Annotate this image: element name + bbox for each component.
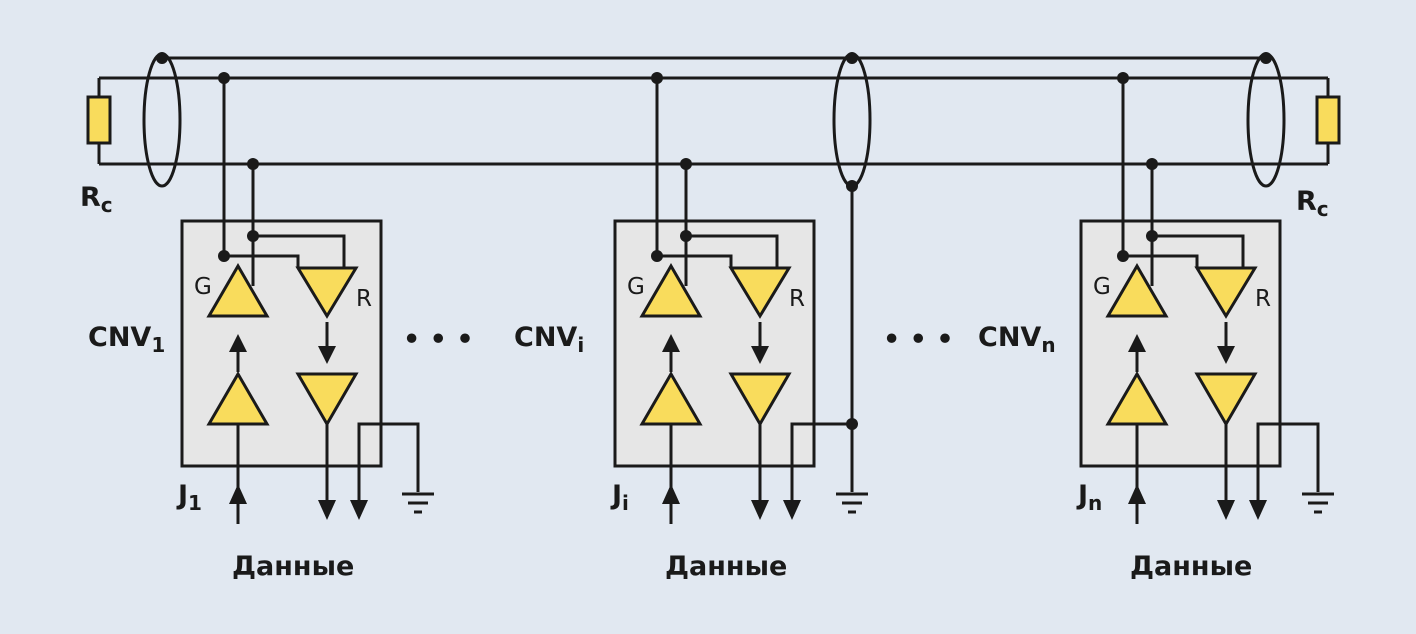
line-driver-triangle <box>639 263 703 318</box>
line-driver-triangle <box>206 263 270 318</box>
converter-box <box>180 219 383 468</box>
junction-dot <box>846 52 858 64</box>
tap-line-a <box>1121 78 1199 268</box>
ellipsis-left: • • • <box>403 324 474 355</box>
receiver-label: R <box>1255 286 1271 312</box>
line-receiver-triangle <box>728 266 792 319</box>
tap-line-a <box>222 78 300 268</box>
junction-dot <box>651 250 663 262</box>
junction-dot <box>680 158 692 170</box>
arrow-down-icon <box>318 346 336 364</box>
shield-ring-right <box>1246 52 1286 188</box>
junction-dot <box>218 250 230 262</box>
tap-line-b <box>1150 164 1245 268</box>
converter-label: CNVn <box>978 322 1056 357</box>
arrow-up-icon <box>1128 334 1146 352</box>
junction-dot <box>1117 250 1129 262</box>
converter-node-1: G R CNV1 J1 Данные <box>88 72 434 582</box>
converter-box <box>613 219 816 468</box>
shield-ring-left <box>142 52 182 188</box>
right-resistor-label: Rc <box>1296 186 1329 221</box>
data-label: Данные <box>1130 551 1252 582</box>
data-label: Данные <box>665 551 787 582</box>
shield-ring-middle <box>832 52 872 188</box>
input-label: J1 <box>176 480 202 515</box>
converter-label: CNVi <box>514 322 584 357</box>
arrow-down-icon <box>350 500 368 520</box>
data-label: Данные <box>232 551 354 582</box>
left-resistor-label: Rc <box>80 182 113 217</box>
receiver-label: R <box>789 286 805 312</box>
line-receiver-triangle <box>1194 266 1258 319</box>
junction-dot <box>680 230 692 242</box>
output-buffer-triangle <box>728 372 792 427</box>
right-termination-resistor <box>1315 95 1341 145</box>
arrow-down-icon <box>751 500 769 520</box>
junction-dot <box>247 230 259 242</box>
junction-dot <box>1260 52 1272 64</box>
input-label: Jn <box>1076 480 1102 515</box>
arrow-up-icon <box>1128 484 1146 504</box>
junction-dot <box>1117 72 1129 84</box>
receiver-label: R <box>356 286 372 312</box>
tap-line-b <box>684 164 779 268</box>
driver-label: G <box>194 274 212 300</box>
arrow-down-icon <box>318 500 336 520</box>
ground-icon <box>836 492 868 514</box>
arrow-down-icon <box>1217 346 1235 364</box>
arrow-down-icon <box>1249 500 1267 520</box>
output-buffer-triangle <box>295 372 359 427</box>
converter-label: CNV1 <box>88 322 165 357</box>
line-receiver-triangle <box>295 266 359 319</box>
arrow-up-icon <box>662 334 680 352</box>
left-termination-resistor <box>86 95 112 145</box>
ground-return-wire <box>790 422 852 500</box>
converter-node-i: G R CNVi Ji Данные <box>514 72 868 582</box>
ground-icon <box>1302 492 1334 514</box>
arrow-up-icon <box>662 484 680 504</box>
arrow-down-icon <box>1217 500 1235 520</box>
arrow-down-icon <box>751 346 769 364</box>
ellipsis-right: • • • <box>883 324 954 355</box>
junction-dot <box>651 72 663 84</box>
junction-dot <box>156 52 168 64</box>
line-driver-triangle <box>1105 263 1169 318</box>
converter-box <box>1079 219 1282 468</box>
tap-line-a <box>655 78 733 268</box>
ground-icon <box>402 492 434 514</box>
output-buffer-triangle <box>1194 372 1258 427</box>
arrow-up-icon <box>229 484 247 504</box>
junction-dot <box>218 72 230 84</box>
ground-return-wire <box>357 422 420 500</box>
junction-dot <box>1146 230 1158 242</box>
driver-label: G <box>1093 274 1111 300</box>
arrow-up-icon <box>229 334 247 352</box>
junction-dot <box>1146 158 1158 170</box>
ground-return-wire <box>1256 422 1320 500</box>
driver-label: G <box>627 274 645 300</box>
input-label: Ji <box>610 480 629 515</box>
tap-line-b <box>251 164 346 268</box>
converter-node-n: G R CNVn Jn Данные <box>978 72 1334 582</box>
arrow-down-icon <box>783 500 801 520</box>
junction-dot <box>247 158 259 170</box>
